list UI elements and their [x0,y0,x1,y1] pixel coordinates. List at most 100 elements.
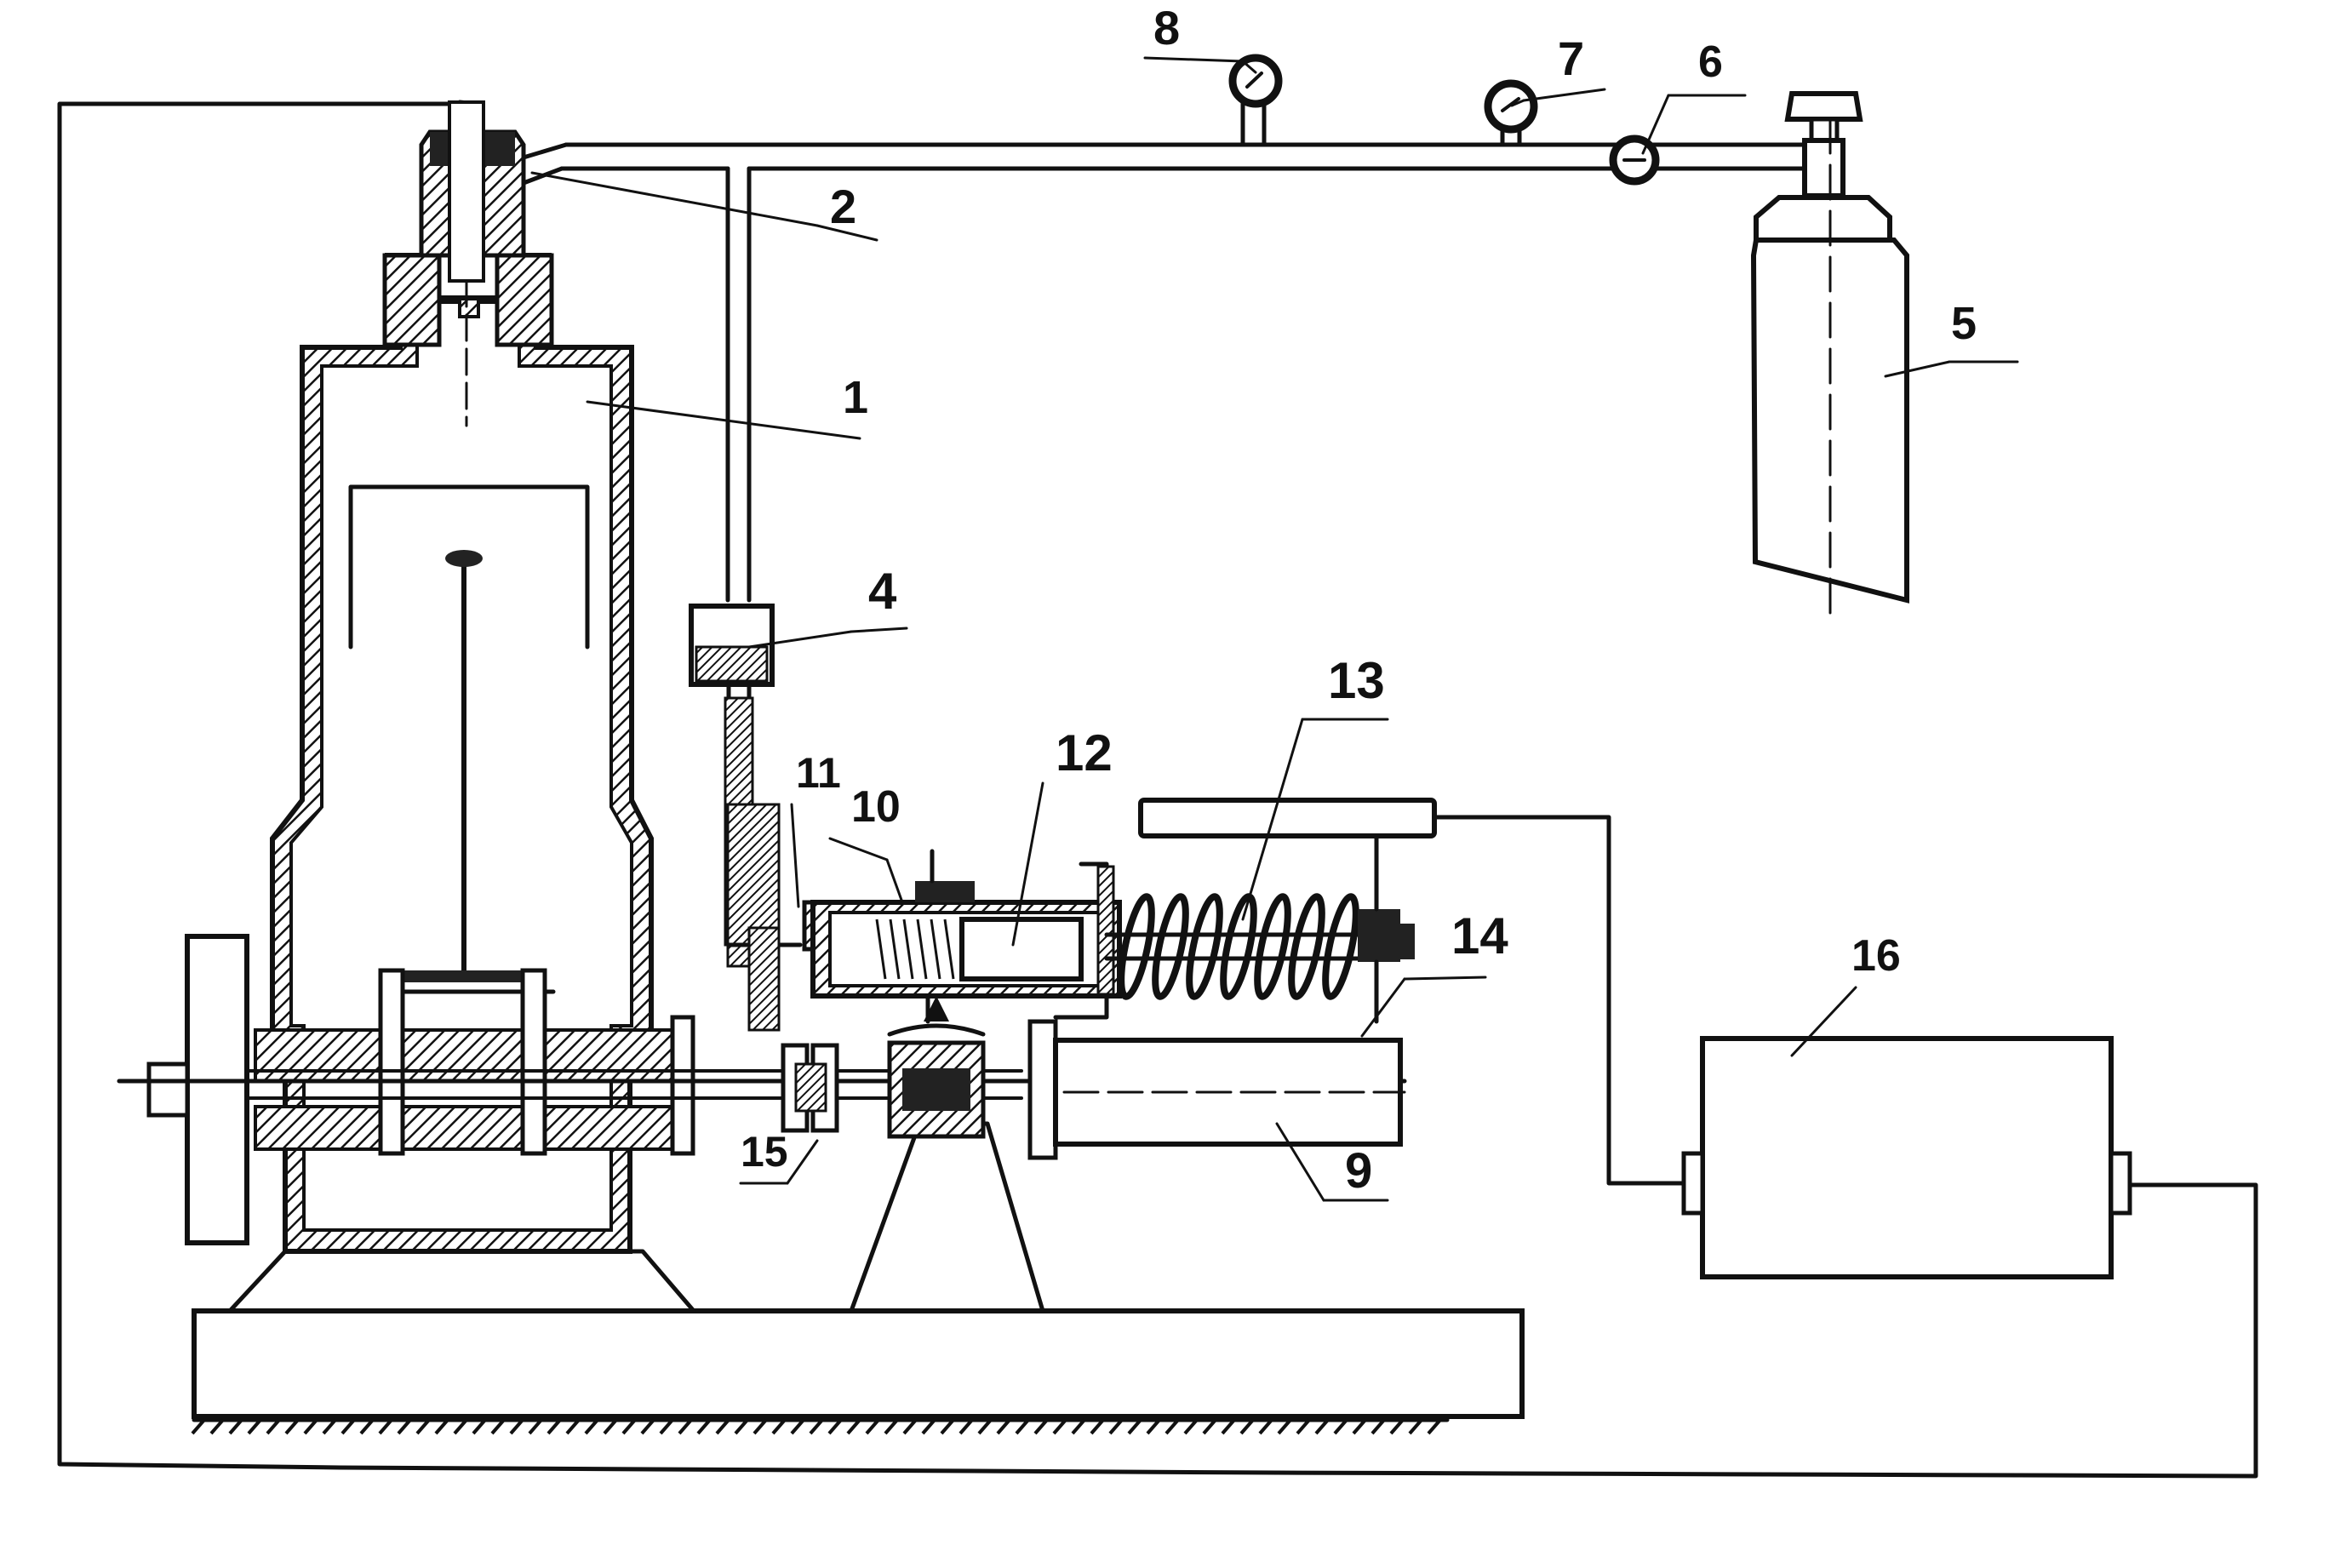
ground-tick [415,1418,431,1435]
ground-tick [472,1418,487,1435]
label-10: 10 [851,782,901,832]
spring-coil [1288,893,1325,1000]
part-labels: 8 7 6 5 2 1 4 11 10 12 13 14 15 9 16 [741,1,1977,1199]
ground-tick [884,1418,899,1435]
spring-cylinder [1027,1019,1406,1160]
inner-spring-coil [943,918,955,980]
ground-tick [340,1418,356,1435]
leader-lines [530,56,2019,1202]
base-bench [191,1121,1525,1435]
ground-tick [771,1418,787,1435]
ground-tick [809,1418,824,1435]
ground-tick [1146,1418,1161,1435]
ground-tick [322,1418,337,1435]
ground-tick [1427,1418,1442,1435]
ground-tick [640,1418,655,1435]
label-11: 11 [796,749,841,797]
valve-6 [1609,134,1660,186]
ground-tick [359,1418,375,1435]
ground-tick [228,1418,243,1435]
gas-cylinder [1750,91,1909,615]
ground-tick [247,1418,262,1435]
label-6: 6 [1698,37,1723,87]
ground-tick [715,1418,730,1435]
spring-coil [1220,893,1257,1000]
inner-spring-coil [889,918,901,980]
ground-tick [752,1418,768,1435]
ground-tick [921,1418,936,1435]
ground-tick [1108,1418,1124,1435]
ground-tick [1071,1418,1086,1435]
combustion-chamber [254,100,695,1254]
label-2: 2 [830,180,856,233]
pulley-assembly [887,996,986,1139]
pressure-gauge-8 [1228,54,1283,108]
inner-spring-coil [875,918,887,980]
ground-tick [790,1418,805,1435]
ground-tick [958,1418,974,1435]
ground-tick [1371,1418,1386,1435]
spring-coil [1186,893,1223,1000]
label-8: 8 [1153,1,1180,54]
ground-tick [659,1418,674,1435]
ground-tick [1296,1418,1311,1435]
ground-tick [1277,1418,1292,1435]
ground-tick [1352,1418,1367,1435]
ground-tick [209,1418,225,1435]
label-4: 4 [868,563,897,620]
inner-spring-coil [916,918,928,980]
ground-tick [996,1418,1011,1435]
recorder-box [1681,1036,2132,1279]
ground-tick [1183,1418,1199,1435]
ground-tick [528,1418,543,1435]
ground-tick [266,1418,281,1435]
ground-tick [603,1418,618,1435]
ground-tick [584,1418,599,1435]
spring-coil [1152,893,1189,1000]
ground-tick [734,1418,749,1435]
ground-tick [621,1418,637,1435]
inner-spring-coil [902,918,914,980]
label-13: 13 [1328,652,1385,709]
spring-coil [1322,893,1359,1000]
reservoir [689,604,803,1032]
ground-tick [1052,1418,1067,1435]
label-14: 14 [1451,907,1508,964]
ground-tick [1164,1418,1180,1435]
label-16: 16 [1851,931,1901,981]
ground-tick [940,1418,955,1435]
ground-tick [1314,1418,1330,1435]
label-7: 7 [1558,31,1584,85]
ground-tick [902,1418,918,1435]
ground-tick [1389,1418,1405,1435]
ground-tick [490,1418,506,1435]
ground-tick [1033,1418,1049,1435]
label-5: 5 [1951,298,1977,349]
ground-tick [977,1418,993,1435]
ground-tick [509,1418,524,1435]
label-15: 15 [741,1128,788,1176]
ground-tick [678,1418,693,1435]
ground-tick [565,1418,581,1435]
ground-tick [453,1418,468,1435]
ground-tick [284,1418,300,1435]
piston-assembly [802,849,1122,1024]
spring-coil [1118,893,1155,1000]
ground-tick [1408,1418,1423,1435]
inner-spring-coil [930,918,941,980]
ground-tick [1090,1418,1105,1435]
ground-tick [1015,1418,1030,1435]
ground-tick [1221,1418,1236,1435]
label-9: 9 [1345,1143,1372,1199]
ground-tick [696,1418,712,1435]
ground-tick [191,1418,206,1435]
ground-tick [827,1418,843,1435]
label-12: 12 [1056,724,1113,781]
sensor-bar [1138,798,1692,1186]
spring-coil [1254,893,1291,1000]
ground-tick [546,1418,562,1435]
ground-tick [846,1418,861,1435]
external-spring [1104,836,1415,1024]
ground-tick [1127,1418,1142,1435]
ground-hatch [191,1417,1450,1435]
